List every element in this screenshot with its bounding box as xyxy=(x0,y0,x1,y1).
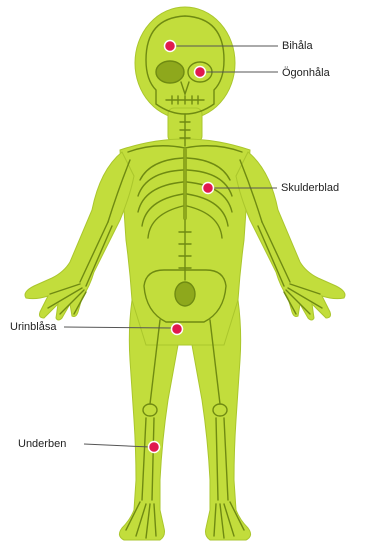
label-bihala: Bihåla xyxy=(282,40,313,52)
label-underben: Underben xyxy=(18,438,66,450)
label-ogonhala: Ögonhåla xyxy=(282,67,330,79)
marker-underben xyxy=(149,442,160,453)
sacrum xyxy=(175,282,195,306)
teeth xyxy=(166,96,204,104)
marker-urinblasa xyxy=(172,324,183,335)
label-skulderblad: Skulderblad xyxy=(281,182,339,194)
marker-ogonhala xyxy=(195,67,206,78)
left-eye-socket xyxy=(156,61,184,83)
marker-bihala xyxy=(165,41,176,52)
marker-skulderblad xyxy=(203,183,214,194)
label-urinblasa: Urinblåsa xyxy=(10,321,56,333)
